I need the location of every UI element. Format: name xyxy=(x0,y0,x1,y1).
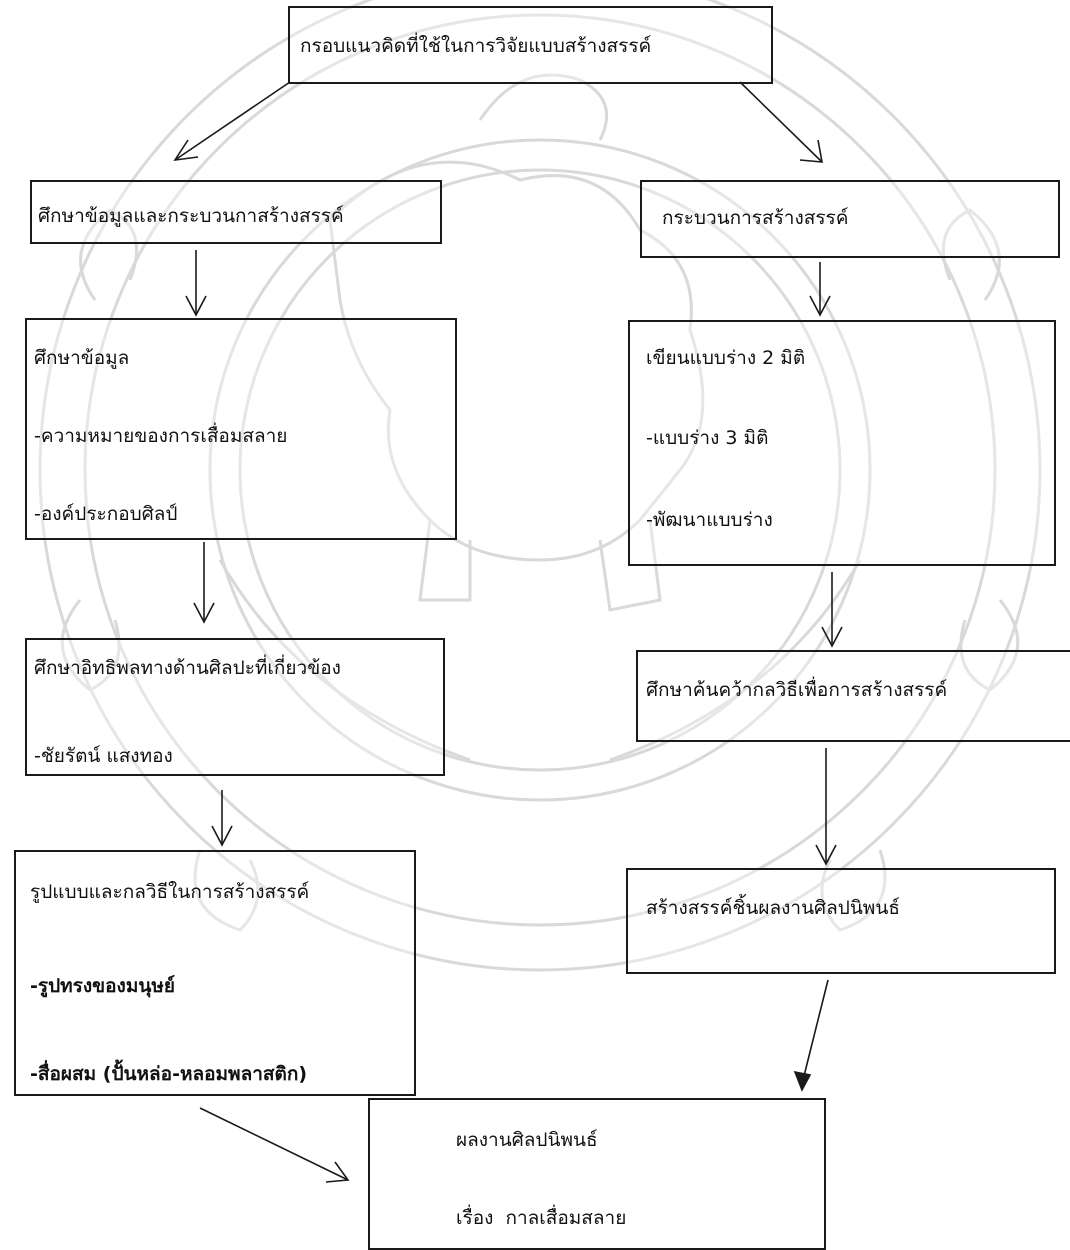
sketch-box xyxy=(628,320,1056,566)
technique-title: ศึกษาค้นคว้ากลวิธีเพื่อการสร้างสรรค์ xyxy=(646,679,948,701)
process-label: กระบวนการสร้างสรรค์ xyxy=(662,207,849,229)
result-subtitle: เรื่อง กาลเสื่อมสลาย xyxy=(456,1207,627,1229)
study-process-label: ศึกษาข้อมูลและกระบวนกาสร้างสรรค์ xyxy=(38,205,344,227)
influence-title: ศึกษาอิทธิพลทางด้านศิลปะที่เกี่ยวข้อง xyxy=(34,657,341,679)
diagram-title: กรอบแนวคิดที่ใช้ในการวิจัยแบบสร้างสรรค์ xyxy=(300,35,652,57)
data-study-title: ศึกษาข้อมูล xyxy=(34,347,130,369)
influence-item-1: -ชัยรัตน์ แสงทอง xyxy=(34,745,173,767)
data-study-item-1: -ความหมายของการเสื่อมสลาย xyxy=(34,425,288,447)
sketch-item-2: -พัฒนาแบบร่าง xyxy=(646,509,773,531)
create-work-box xyxy=(626,868,1056,974)
influence-box xyxy=(25,638,445,776)
sketch-item-1: -แบบร่าง 3 มิติ xyxy=(646,427,769,449)
form-technique-item-2: -สื่อผสม (ปั้นหล่อ-หลอมพลาสติก) xyxy=(30,1063,308,1085)
form-technique-item-1: -รูปทรงของมนุษย์ xyxy=(30,975,176,997)
technique-box xyxy=(636,650,1070,742)
create-work-title: สร้างสรรค์ชิ้นผลงานศิลปนิพนธ์ xyxy=(646,897,900,919)
process-box xyxy=(640,180,1060,258)
study-process-box xyxy=(30,180,442,244)
data-study-item-2: -องค์ประกอบศิลป์ xyxy=(34,503,178,525)
result-title: ผลงานศิลปนิพนธ์ xyxy=(456,1129,598,1151)
title-box xyxy=(288,6,773,84)
sketch-title: เขียนแบบร่าง 2 มิติ xyxy=(646,347,806,369)
form-technique-box xyxy=(14,850,416,1096)
result-box xyxy=(368,1098,826,1250)
data-study-box xyxy=(25,318,457,540)
form-technique-title: รูปแบบและกลวิธีในการสร้างสรรค์ xyxy=(30,881,310,903)
